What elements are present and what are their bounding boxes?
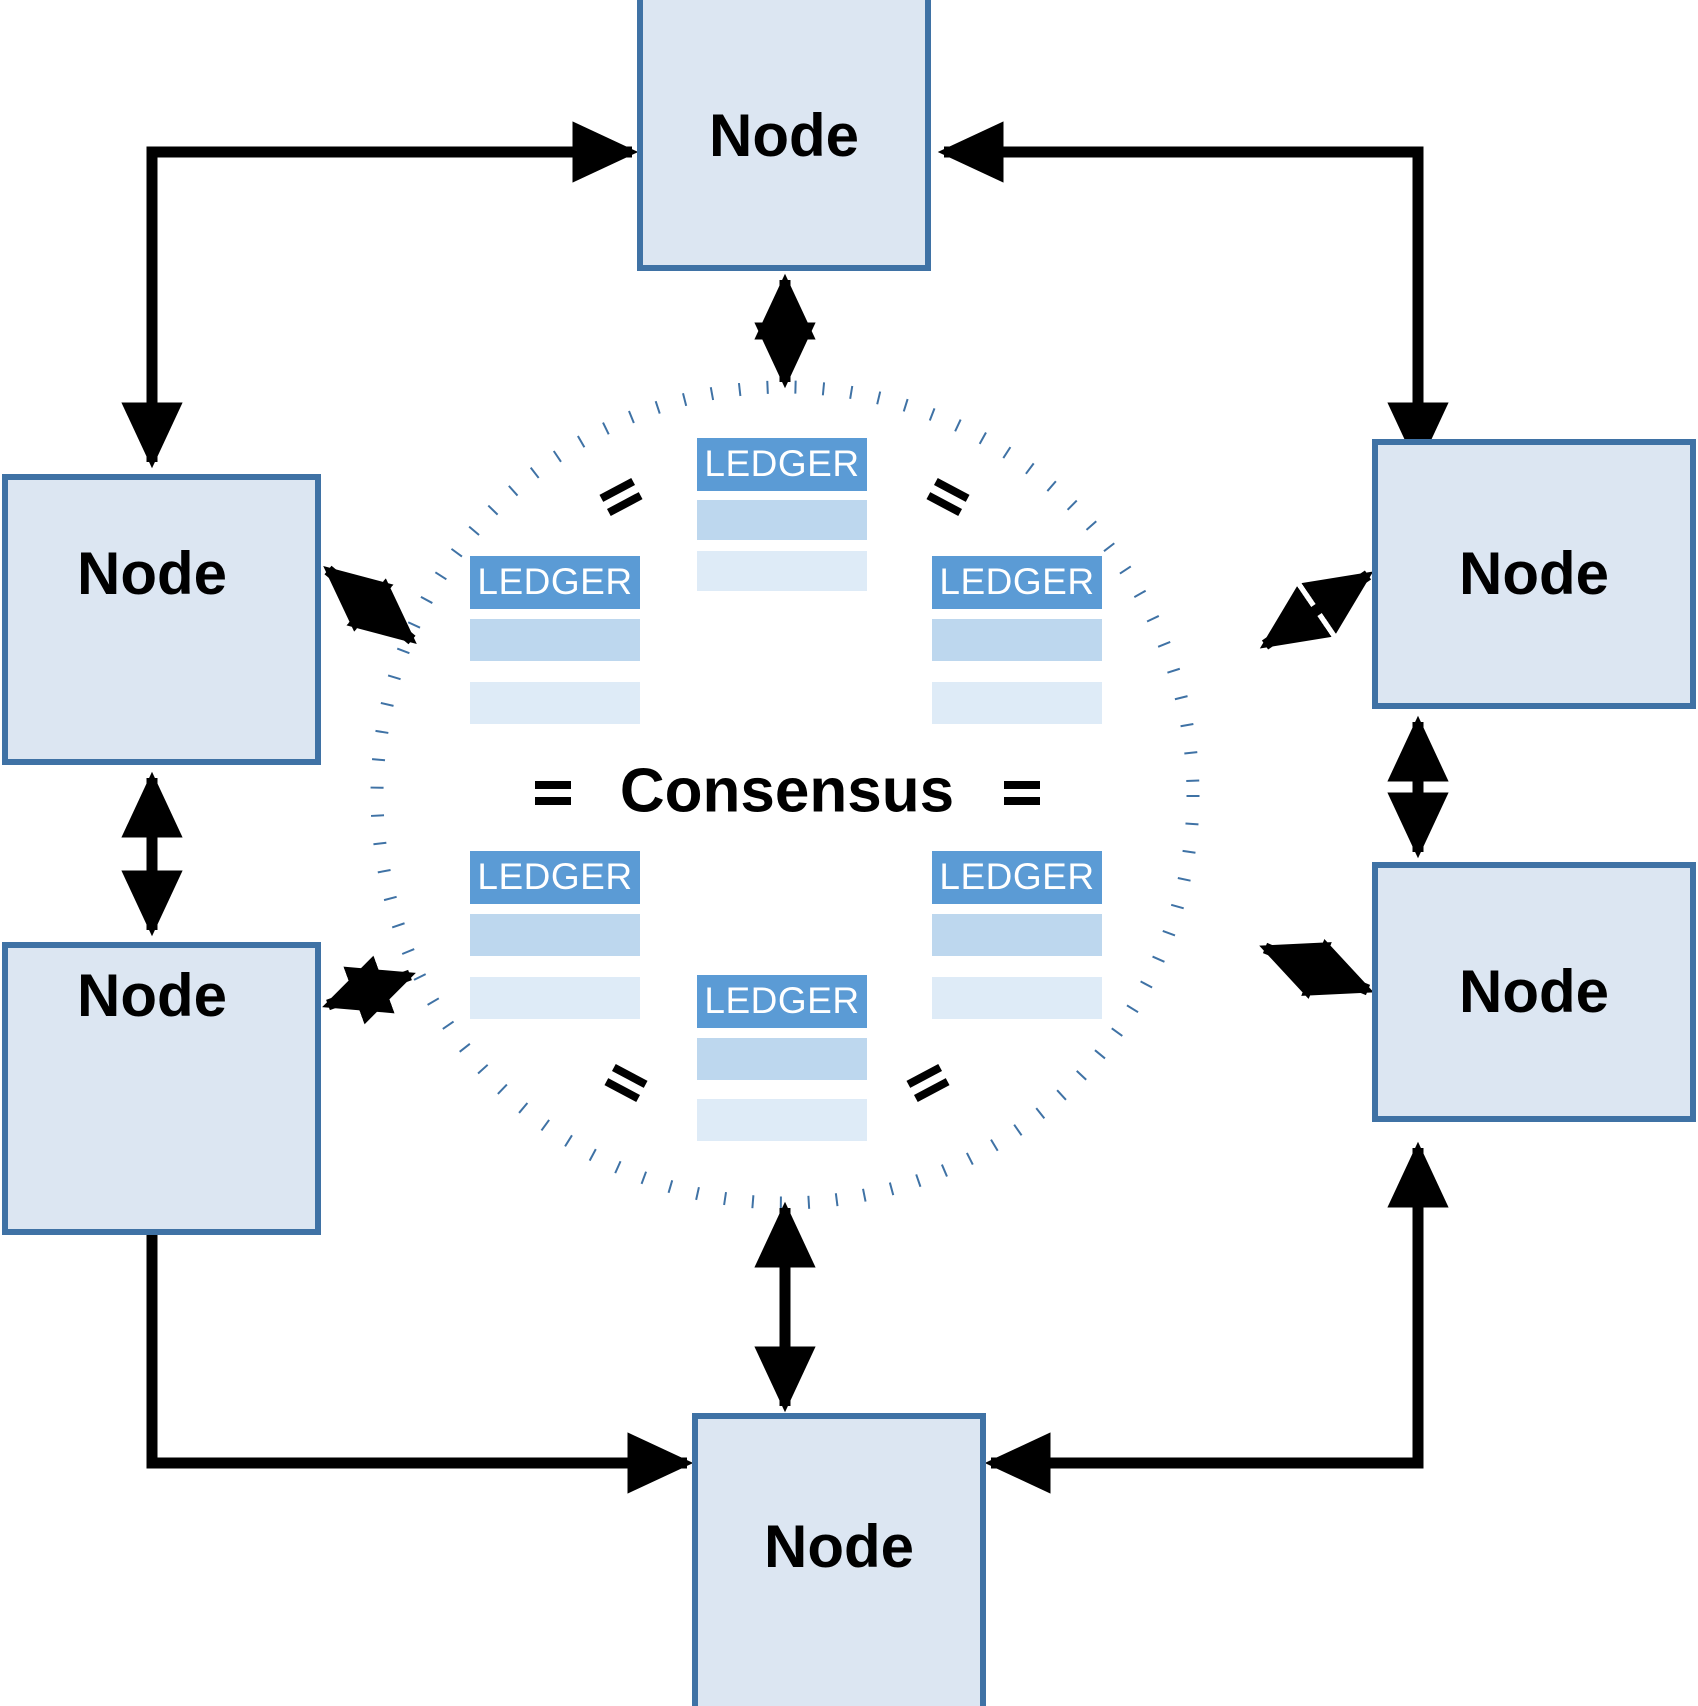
- ledger-lower-right-label: LEDGER: [939, 856, 1094, 897]
- consensus-label: Consensus: [620, 756, 954, 825]
- ledger-row: [697, 1038, 867, 1080]
- ledger-bottom-label: LEDGER: [704, 980, 859, 1021]
- conn-left-bottom-center: [322, 955, 416, 1025]
- ledger-lower-right[interactable]: LEDGER: [932, 851, 1102, 1019]
- equals-sign-bottom-left: [604, 1063, 648, 1103]
- ledger-top-label: LEDGER: [704, 443, 859, 484]
- node-left-top[interactable]: Node: [2, 474, 321, 765]
- ledger-row: [470, 619, 640, 661]
- node-right-bottom[interactable]: Node: [1372, 862, 1696, 1122]
- conn-right-top-center: [1259, 570, 1374, 650]
- ledger-row: [932, 977, 1102, 1019]
- ledger-lower-left[interactable]: LEDGER: [470, 851, 640, 1019]
- equals-sign-top-left: [599, 477, 643, 517]
- node-top-label: Node: [709, 102, 859, 169]
- ledger-upper-left-label: LEDGER: [477, 561, 632, 602]
- ledger-upper-right-label: LEDGER: [939, 561, 1094, 602]
- ledger-row: [470, 914, 640, 956]
- conn-top-to-right: [937, 121, 1449, 469]
- equals-sign-mid-right: [1004, 781, 1040, 805]
- conn-left-top-center: [323, 565, 417, 645]
- ledger-row: [932, 914, 1102, 956]
- ledger-row: [697, 500, 867, 540]
- conn-bottom-to-left: [121, 1141, 694, 1494]
- ledger-upper-right[interactable]: LEDGER: [932, 556, 1102, 724]
- equals-sign-bottom-right: [906, 1063, 950, 1103]
- node-left-top-label: Node: [77, 540, 227, 607]
- node-right-top[interactable]: Node: [1372, 439, 1696, 709]
- node-bottom[interactable]: Node: [692, 1413, 986, 1706]
- node-right-bottom-label: Node: [1459, 958, 1609, 1025]
- ledger-row: [932, 682, 1102, 724]
- consensus-circle: [370, 380, 1200, 1210]
- conn-right-bottom-center: [1259, 939, 1374, 999]
- node-left-bottom[interactable]: Node: [2, 942, 321, 1235]
- node-bottom-label: Node: [764, 1513, 914, 1580]
- ledger-bottom[interactable]: LEDGER: [697, 975, 867, 1141]
- ledger-row: [697, 551, 867, 591]
- ledger-top[interactable]: LEDGER: [697, 438, 867, 591]
- ledger-row: [697, 1099, 867, 1141]
- ledger-lower-left-label: LEDGER: [477, 856, 632, 897]
- node-right-top-label: Node: [1459, 540, 1609, 607]
- ledger-row: [470, 977, 640, 1019]
- ledger-upper-left[interactable]: LEDGER: [470, 556, 640, 724]
- equals-sign-mid-left: [535, 781, 571, 805]
- equals-sign-top-right: [926, 477, 970, 517]
- ledger-row: [932, 619, 1102, 661]
- node-top[interactable]: Node: [637, 0, 931, 271]
- node-left-bottom-label: Node: [77, 962, 227, 1029]
- conn-bottom-to-right: [984, 1141, 1449, 1494]
- ledger-row: [470, 682, 640, 724]
- conn-top-to-left: [121, 121, 639, 469]
